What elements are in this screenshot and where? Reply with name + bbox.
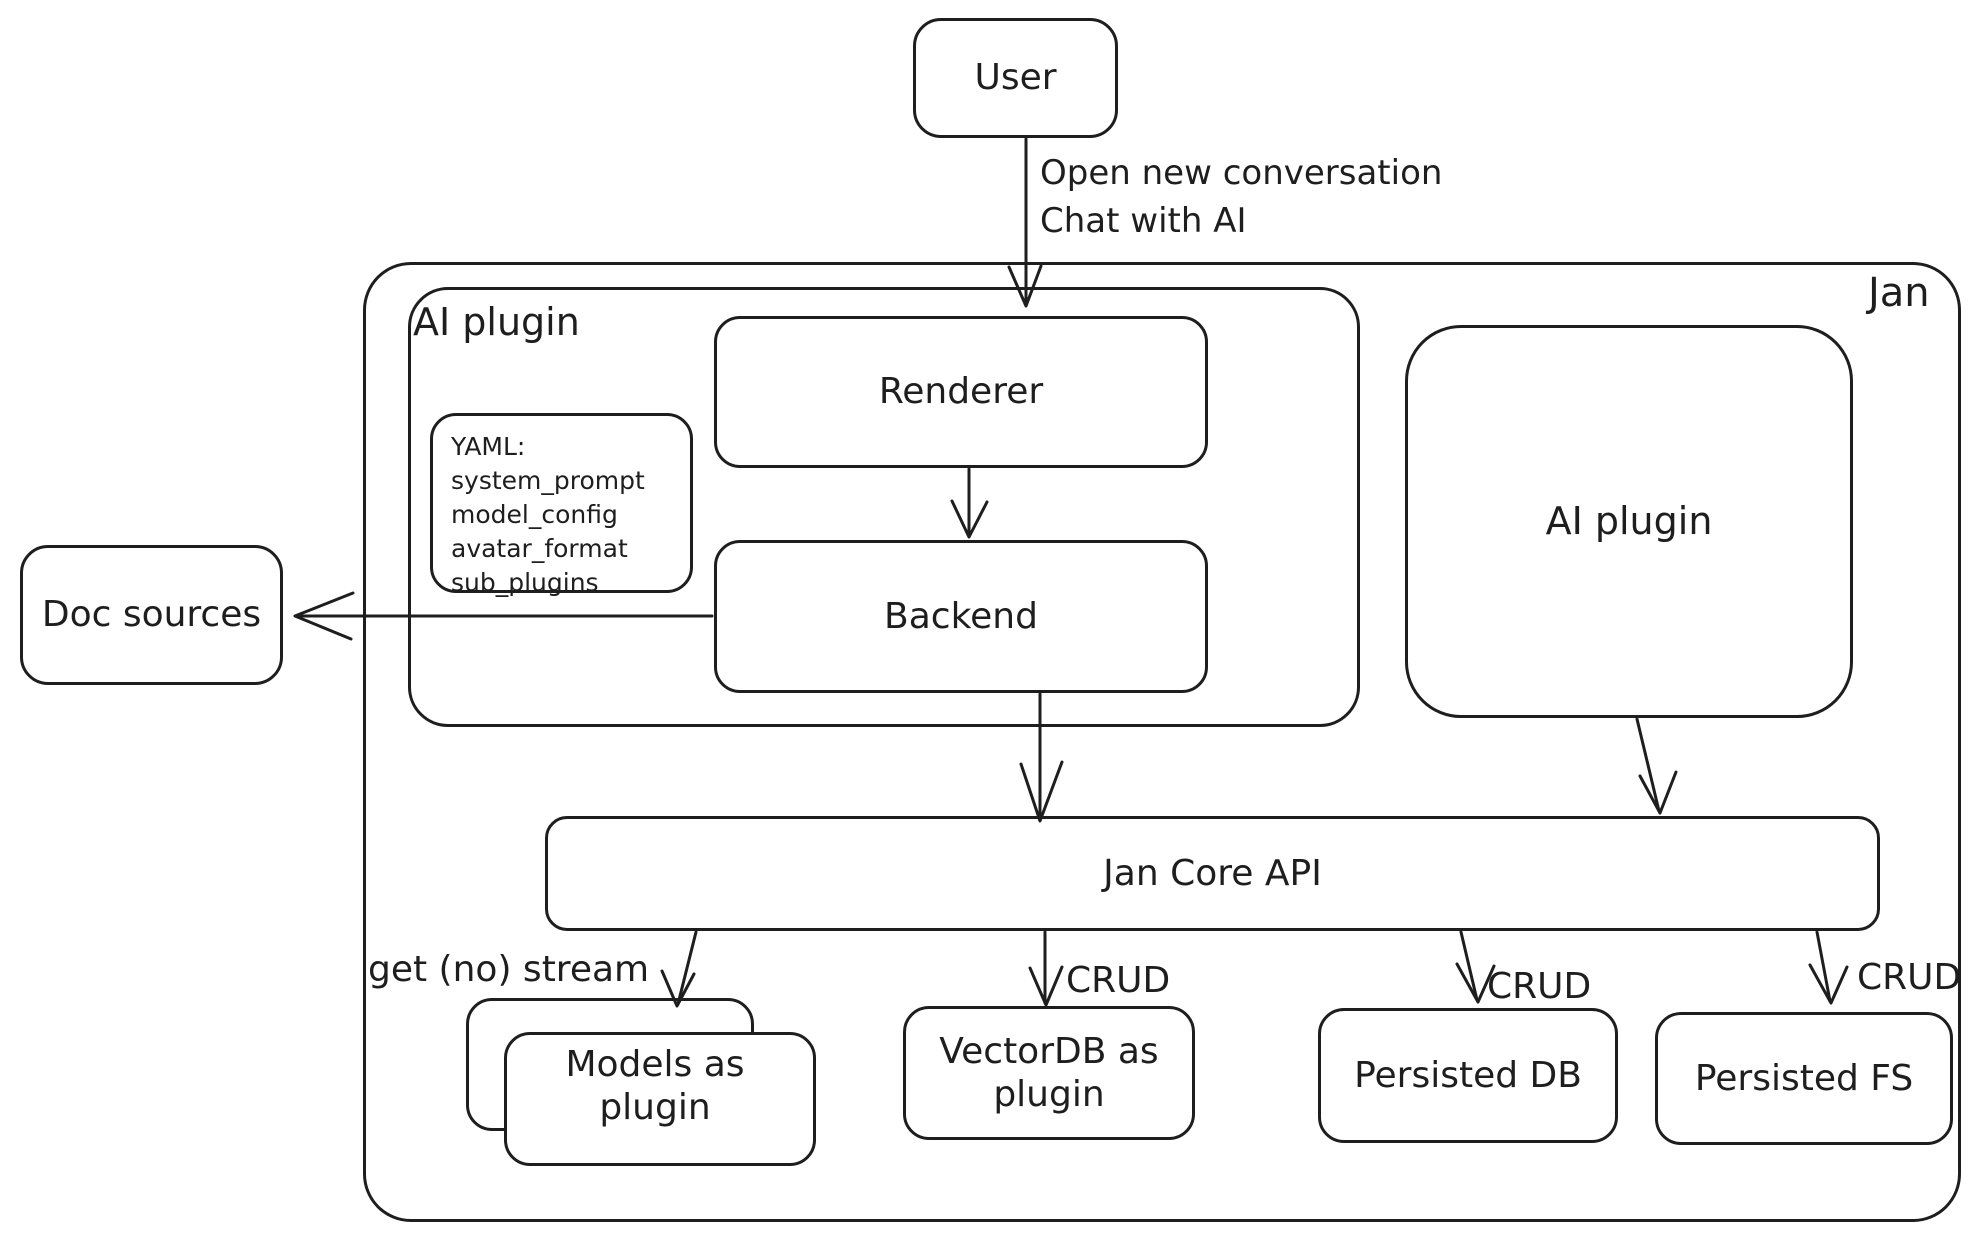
node-vectordb-as-plugin: VectorDB as plugin (903, 1006, 1195, 1140)
yaml-note: YAML: system_prompt model_config avatar_… (430, 413, 693, 597)
edge-label-crud-persisted-fs: CRUD (1857, 957, 1962, 998)
node-jan-core-api: Jan Core API (545, 816, 1880, 931)
edge-label-crud-vectordb: CRUD (1066, 960, 1171, 1001)
yaml-note-line: sub_plugins (451, 568, 599, 597)
yaml-note-line: YAML: (451, 432, 526, 461)
node-persisted-db: Persisted DB (1318, 1008, 1618, 1143)
yaml-note-line: system_prompt (451, 466, 645, 495)
yaml-note-line: model_config (451, 500, 618, 529)
node-renderer: Renderer (714, 316, 1208, 468)
yaml-note-line: avatar_format (451, 534, 628, 563)
node-ai-plugin: AI plugin (1405, 325, 1853, 718)
edge-label-user-to-renderer: Open new conversation Chat with AI (1040, 153, 1443, 241)
edge-label-get-no-stream: get (no) stream (368, 949, 650, 990)
edge-label-crud-persisted-db: CRUD (1487, 966, 1592, 1007)
node-backend: Backend (714, 540, 1208, 693)
node-user: User (913, 18, 1118, 138)
node-models-as-plugin-front (504, 1032, 816, 1166)
node-doc-sources: Doc sources (20, 545, 283, 685)
jan-container-label: Jan (1868, 270, 1930, 316)
node-persisted-fs: Persisted FS (1655, 1012, 1953, 1145)
node-models-as-plugin-label: Models as plugin (565, 1044, 745, 1129)
ai-plugin-group-label: AI plugin (413, 300, 580, 344)
